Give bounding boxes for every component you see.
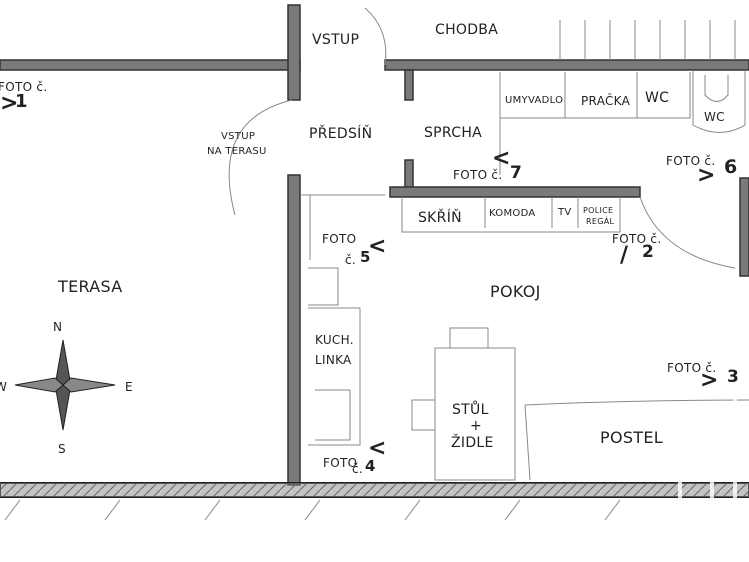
photo-number: 5 <box>360 248 371 266</box>
photo-label: č. <box>352 462 364 476</box>
label-sprcha: SPRCHA <box>424 125 483 141</box>
compass-w: W <box>0 380 8 394</box>
label-tv: TV <box>558 207 572 218</box>
label-wc-2: WC <box>704 110 725 124</box>
label-linka: LINKA <box>315 353 352 367</box>
label-police: POLICE <box>583 206 614 215</box>
label-skrin: SKŘÍŇ <box>418 210 462 226</box>
label-pracka: PRAČKA <box>581 94 631 108</box>
arrow-left-icon: < <box>368 436 387 461</box>
compass-e: E <box>125 380 133 394</box>
arrow-left-icon: < <box>492 146 511 171</box>
compass-rose-icon <box>14 339 116 431</box>
photo-number: 1 <box>15 91 28 112</box>
photo-label: FOTO č. <box>666 154 716 168</box>
photo-number: 3 <box>727 367 739 387</box>
label-plus: + <box>470 418 483 434</box>
photo-number: 2 <box>642 242 654 262</box>
label-predsin: PŘEDSÍŇ <box>309 126 373 142</box>
walls <box>0 4 749 486</box>
photo-label: FOTO <box>322 232 357 246</box>
photo-label: FOTO č. <box>453 168 503 182</box>
compass-n: N <box>53 320 63 334</box>
arrow-right-icon: > <box>700 368 719 393</box>
watermark-logo <box>678 380 737 550</box>
arrow-up-icon: / <box>620 243 629 268</box>
photo-label: FOTO č. <box>0 80 48 94</box>
label-wc-1: WC <box>645 90 670 106</box>
label-stul: STŮL <box>452 402 489 418</box>
label-vstup-terasa-1: VSTUP <box>221 131 256 142</box>
label-umyvadlo: UMYVADLO <box>505 95 564 106</box>
photo-label: FOTO č. <box>667 361 717 375</box>
label-postel: POSTEL <box>600 428 663 447</box>
arrow-right-icon: > <box>0 91 19 116</box>
photo-number: 6 <box>724 156 738 178</box>
label-kuch: KUCH. <box>315 333 354 347</box>
photo-label: FOTO <box>323 456 358 470</box>
arrow-right-icon: > <box>697 163 716 188</box>
label-pokoj: POKOJ <box>490 282 541 301</box>
label-komoda: KOMODA <box>489 208 536 219</box>
fixtures <box>4 7 749 521</box>
label-zidle: ŽIDLE <box>451 435 494 451</box>
compass-s: S <box>58 442 66 456</box>
photo-number: 4 <box>365 457 376 475</box>
label-regal: REGÁL <box>586 217 615 226</box>
arrow-left-icon: < <box>368 234 387 259</box>
label-vstup: VSTUP <box>312 32 360 48</box>
label-terasa: TERASA <box>58 277 123 296</box>
photo-number: 7 <box>510 163 522 183</box>
photo-label: FOTO č. <box>612 232 662 246</box>
photo-label: č. <box>345 253 357 267</box>
label-vstup-terasa-2: NA TERASU <box>207 146 267 157</box>
label-chodba: CHODBA <box>435 22 499 38</box>
